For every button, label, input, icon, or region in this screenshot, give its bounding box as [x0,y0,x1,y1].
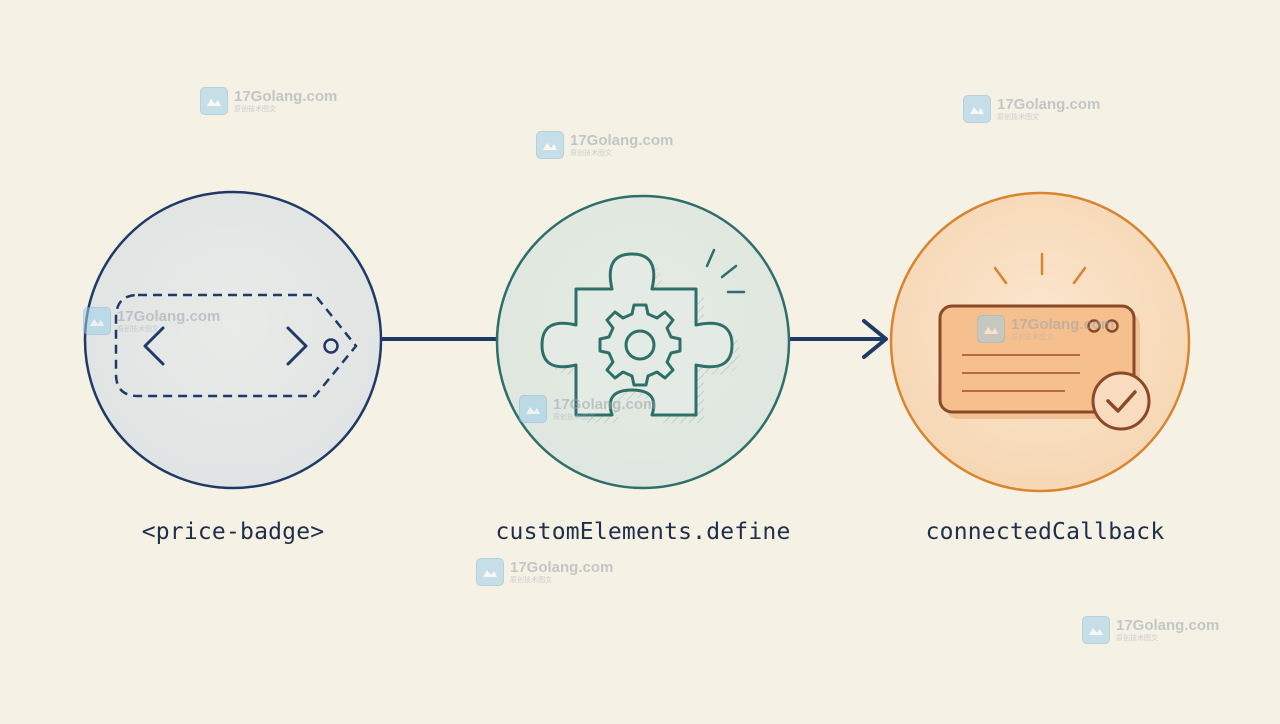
tag-icon [114,293,358,398]
puzzle-gear-icon [540,248,746,423]
arrow-head [862,319,888,359]
step-label-3: connectedCallback [925,519,1165,545]
step-label-2: customElements.define [495,519,791,545]
step-label-1: <price-badge> [141,519,325,545]
step-circle-1 [83,190,383,490]
